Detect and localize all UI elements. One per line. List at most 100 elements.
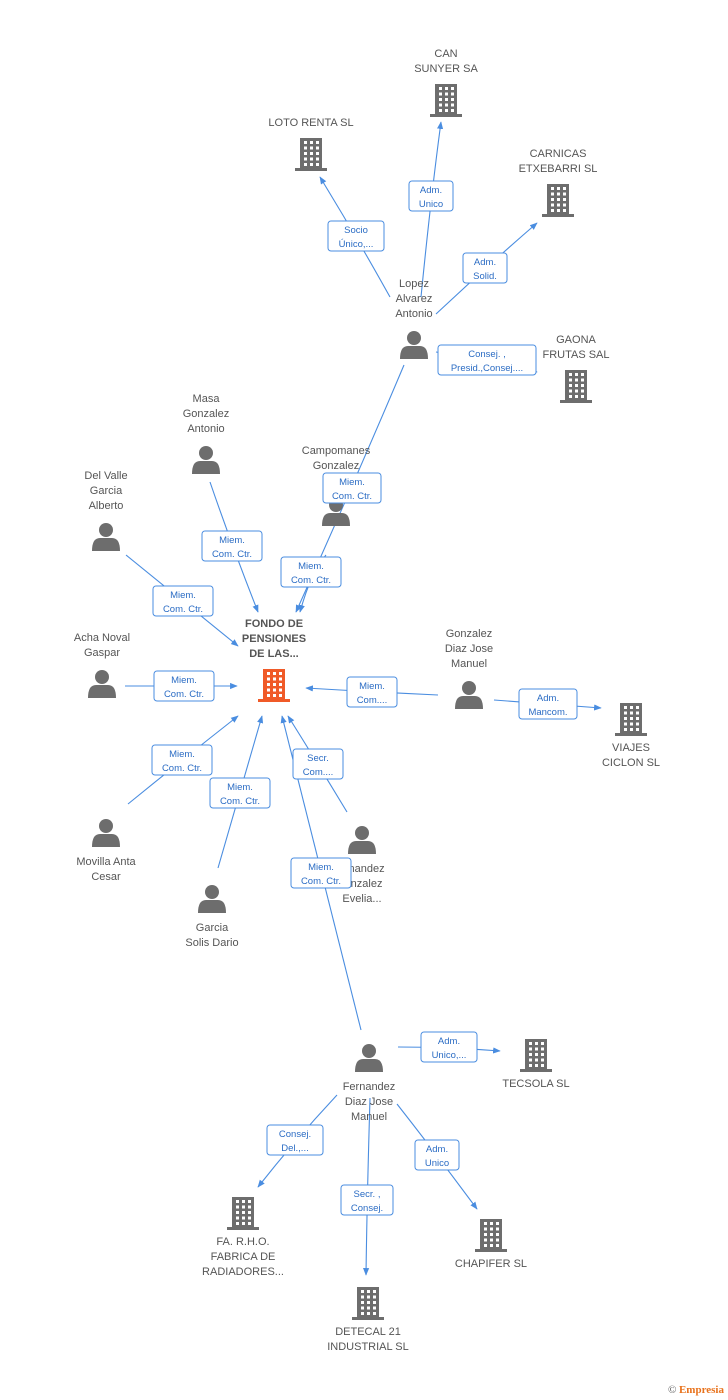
node-label: Antonio [187,423,224,435]
edge-label-garcia_solis-to-fondo[interactable]: Miem.Com. Ctr. [209,777,271,809]
edge-label-box[interactable] [280,556,342,588]
edge-label-fernandez_diaz-to-farho[interactable]: Consej.Del.,... [266,1124,324,1156]
edge-label-box[interactable] [414,1139,460,1171]
edge-label-text: Consej. , [468,349,506,360]
copyright-symbol: © [667,1384,677,1396]
edge-label-box[interactable] [408,180,454,212]
edge-label-box[interactable] [518,688,578,720]
node-loto_renta[interactable]: LOTO RENTA SL [268,117,354,171]
node-label: LOTO RENTA SL [268,117,353,129]
edge-label-text: Adm. [438,1036,460,1047]
edge-label-text: Miem. [298,561,324,572]
edge-label-text: Presid.,Consej.... [451,363,523,374]
edge-label-fernandez_diaz-to-tecsola[interactable]: Adm.Unico,... [420,1031,478,1063]
edge-label-delvalle-to-fondo[interactable]: Miem.Com. Ctr. [152,585,214,617]
edge-label-lopez-to-carnicas[interactable]: Adm.Solid. [462,252,508,284]
edge-label-box[interactable] [292,748,344,780]
node-label: Fernandez [343,1081,396,1093]
node-label: Lopez [399,278,429,290]
node-label: FONDO DE [245,618,303,630]
node-label: FABRICA DE [211,1251,276,1263]
edge-label-text: Mancom. [528,707,567,718]
edge-label-text: Adm. [537,693,559,704]
edge-label-box[interactable] [437,344,537,376]
node-label: Gonzalez [313,460,359,472]
edge-label-fernandez_evelia-to-fondo[interactable]: Secr.Com.... [292,748,344,780]
building-icon [430,84,462,117]
person-icon [355,1044,383,1072]
person-icon [455,681,483,709]
edge-label-box[interactable] [322,472,382,504]
node-label: Manuel [451,658,487,670]
node-chapifer[interactable]: CHAPIFER SL [455,1219,527,1270]
edge-label-fernandez_diaz-to-fondo[interactable]: Miem.Com. Ctr. [290,857,352,889]
edge-label-text: Miem. [171,675,197,686]
edge-label-box[interactable] [153,670,215,702]
edge-label-lopez-to-gaona[interactable]: Consej. , Presid.,Consej.... [437,344,537,376]
building-icon [258,669,290,702]
edge-label-text: Miem. [339,477,365,488]
node-label: INDUSTRIAL SL [327,1341,409,1353]
edge-label-fernandez_diaz-to-detecal[interactable]: Secr. ,Consej. [340,1184,394,1216]
edge-label-box[interactable] [340,1184,394,1216]
edge-label-text: Com. Ctr. [163,604,203,615]
edge-label-box[interactable] [327,220,385,252]
node-label: CAN [434,48,457,60]
building-icon [560,370,592,403]
node-label: Del Valle [84,470,127,482]
node-label: Alberto [89,500,124,512]
edge-label-box[interactable] [152,585,214,617]
edge-label-acha-to-fondo[interactable]: Miem.Com. Ctr. [153,670,215,702]
edge-label-box[interactable] [151,744,213,776]
node-farho[interactable]: FA. R.H.O.FABRICA DERADIADORES... [202,1197,284,1278]
edge-label-movilla-to-fondo[interactable]: Miem.Com. Ctr. [151,744,213,776]
person-icon [192,446,220,474]
edge-label-box[interactable] [290,857,352,889]
edge-label-text: Com. Ctr. [220,796,260,807]
edge-label-text: Com.... [303,767,334,778]
edge-label-lopez-to-can_sunyer[interactable]: Adm.Unico [408,180,454,212]
building-icon [542,184,574,217]
edge-label-lopez-to-fondo[interactable]: Miem. Com. Ctr. [322,472,382,504]
edge-label-campomanes-to-fondo[interactable]: Miem.Com. Ctr. [280,556,342,588]
node-label: Garcia [90,485,123,497]
edge-label-box[interactable] [346,676,398,708]
edge-label-gonzalez_diaz-to-fondo[interactable]: Miem.Com.... [346,676,398,708]
edge-label-text: Com. Ctr. [332,491,372,502]
building-icon [227,1197,259,1230]
edge-label-box[interactable] [201,530,263,562]
brand-logo: © Empresia [668,1384,724,1396]
edge-label-gonzalez_diaz-to-viajes[interactable]: Adm. Mancom. [518,688,578,720]
node-label: Alvarez [396,293,433,305]
node-label: ...nzalez [342,878,383,890]
edge-label-box[interactable] [209,777,271,809]
edge-label-text: Secr. , [354,1189,381,1200]
edge-label-box[interactable] [420,1031,478,1063]
edge-label-box[interactable] [266,1124,324,1156]
edge-label-box[interactable] [462,252,508,284]
edge-label-text: Solid. [473,271,497,282]
edge-label-fernandez_diaz-to-chapifer[interactable]: Adm.Unico [414,1139,460,1171]
edge-label-lopez-to-loto_renta[interactable]: SocioÚnico,... [327,220,385,252]
edge-label-masa-to-fondo[interactable]: Miem.Com. Ctr. [201,530,263,562]
edge-label-text: Consej. [279,1129,311,1140]
person-icon [400,331,428,359]
node-tecsola[interactable]: TECSOLA SL [502,1039,570,1090]
edge-label-text: Adm. [426,1144,448,1155]
node-label: CICLON SL [602,757,660,769]
node-label: Acha Noval [74,632,130,644]
